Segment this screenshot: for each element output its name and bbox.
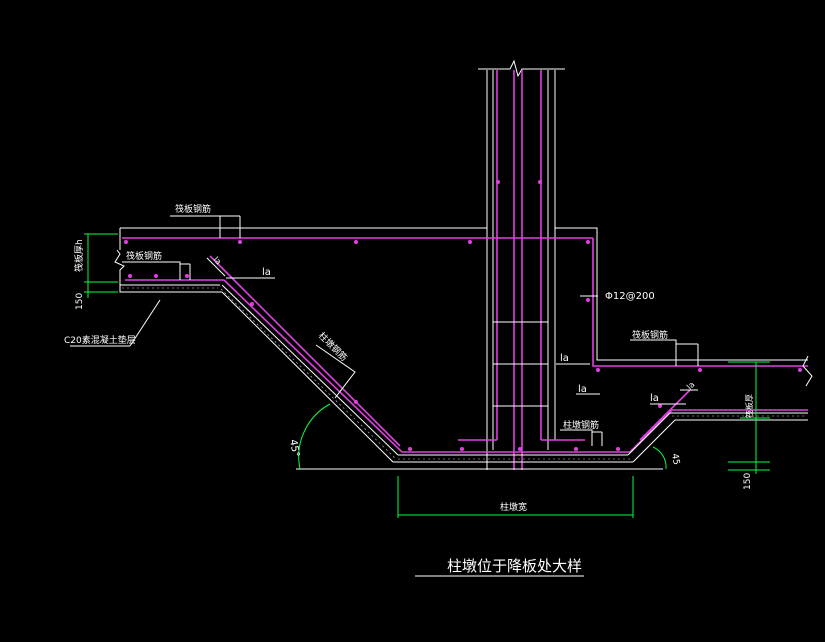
angle-arcs xyxy=(298,403,667,470)
la-left-small-label: la xyxy=(212,255,223,266)
column-rebars xyxy=(458,70,585,470)
top-slab-rebar xyxy=(122,237,808,453)
left-slab xyxy=(114,227,487,463)
bottom-rebar-left-label: 筏板钢筋 xyxy=(126,250,162,262)
angle-left-label: 45° xyxy=(287,439,301,458)
leader-lines xyxy=(70,215,699,446)
rebar-dots xyxy=(124,180,802,451)
drawing-title: 柱墩位于降板处大样 xyxy=(447,557,582,575)
thickness-left-label: 筏板厚h xyxy=(73,239,85,272)
dimension-lines xyxy=(84,233,770,518)
pier-width-label: 柱墩宽 xyxy=(500,501,527,513)
la-mid2-label: la xyxy=(578,384,587,395)
right-top-rebar-label: 筏板钢筋 xyxy=(632,329,668,341)
cushion-label: C20素混凝土垫层 xyxy=(64,334,136,346)
dim-150-left-label: 150 xyxy=(75,293,85,310)
la-right-label: la xyxy=(650,393,659,404)
top-rebar-left-label: 筏板钢筋 xyxy=(175,203,211,215)
la-left-label: la xyxy=(262,267,271,278)
angle-right-label: 45 xyxy=(669,453,681,466)
la-mid1-label: la xyxy=(560,353,569,364)
stirrup-label: Φ12@200 xyxy=(605,291,655,302)
dim-150-right-label: 150 xyxy=(743,473,753,490)
thickness-right-label: 筏板厚 xyxy=(744,394,754,418)
column-outline xyxy=(478,59,565,470)
slope-rebar-label: 柱墩钢筋 xyxy=(316,330,350,364)
pier-bottom xyxy=(296,454,663,470)
pier-rebar-label: 柱墩钢筋 xyxy=(563,419,599,431)
la-right-small-label: la xyxy=(685,380,696,391)
right-slab xyxy=(555,227,813,463)
